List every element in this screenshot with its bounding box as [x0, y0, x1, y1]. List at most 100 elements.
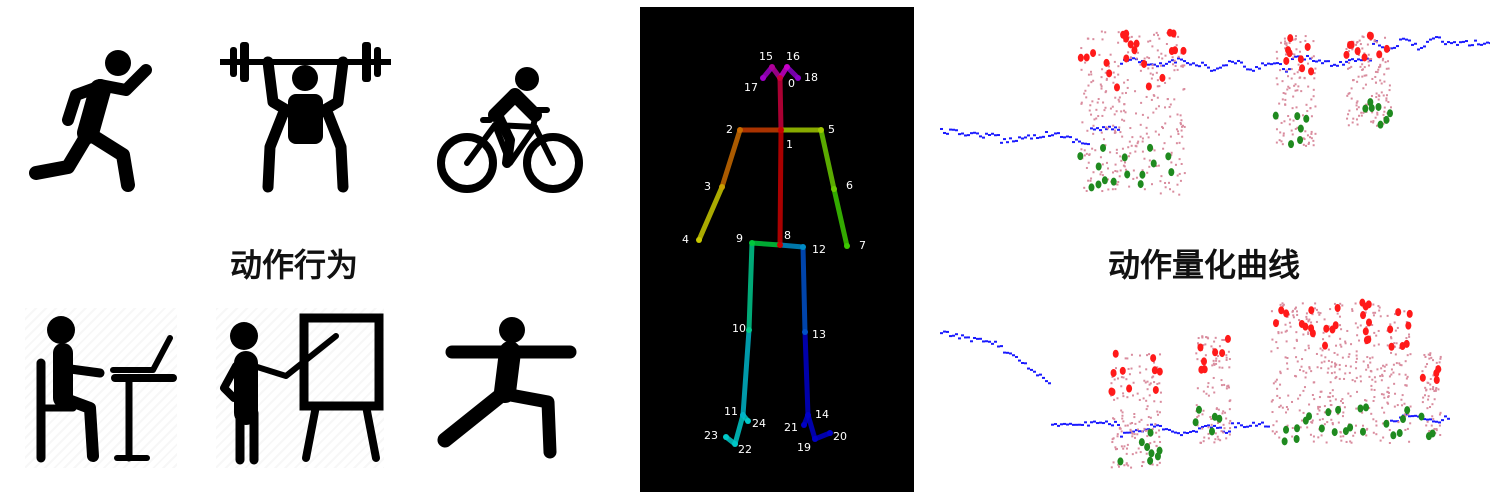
- trend-point: [1426, 418, 1429, 421]
- scatter-point: [1294, 37, 1297, 40]
- scatter-point: [1439, 411, 1442, 414]
- scatter-point: [1118, 175, 1121, 178]
- trend-point: [976, 132, 979, 135]
- trend-point: [1039, 373, 1042, 376]
- keypoint-11: [740, 412, 746, 418]
- scatter-point: [1425, 424, 1428, 427]
- scatter-point: [1207, 394, 1210, 397]
- scatter-point: [1128, 185, 1131, 188]
- scatter-point: [1134, 422, 1137, 425]
- scatter-point: [1285, 340, 1288, 343]
- scatter-point: [1355, 104, 1358, 107]
- scatter-point: [1390, 336, 1393, 339]
- scatter-point: [1380, 91, 1383, 94]
- peak-point: [1126, 384, 1133, 393]
- valley-point: [1100, 143, 1107, 152]
- scatter-point: [1378, 306, 1381, 309]
- peak-point: [1090, 49, 1097, 58]
- scatter-point: [1293, 53, 1296, 56]
- scatter-point: [1365, 434, 1368, 437]
- scatter-point: [1295, 339, 1298, 342]
- scatter-point: [1091, 100, 1094, 103]
- scatter-point: [1180, 119, 1183, 122]
- trend-point: [1042, 376, 1045, 379]
- scatter-point: [1286, 362, 1289, 365]
- keypoint-label-9: 9: [736, 232, 743, 245]
- trend-point: [1045, 131, 1048, 134]
- trend-point: [1339, 61, 1342, 64]
- peak-point: [1287, 34, 1294, 43]
- trend-point: [1027, 134, 1030, 137]
- scatter-point: [1129, 422, 1132, 425]
- trend-point: [952, 334, 955, 337]
- scatter-point: [1363, 74, 1366, 77]
- scatter-point: [1381, 59, 1384, 62]
- scatter-point: [1439, 355, 1442, 358]
- scatter-point: [1141, 140, 1144, 143]
- scatter-point: [1317, 436, 1320, 439]
- scatter-point: [1083, 149, 1086, 152]
- scatter-point: [1130, 466, 1133, 469]
- trend-point: [1264, 64, 1267, 67]
- scatter-point: [1310, 130, 1313, 133]
- scatter-point: [1433, 398, 1436, 401]
- trend-point: [1393, 420, 1396, 423]
- scatter-point: [1385, 99, 1388, 102]
- trend-point: [1234, 62, 1237, 65]
- scatter-point: [1346, 117, 1349, 120]
- scatter-point: [1096, 101, 1099, 104]
- scatter-point: [1148, 57, 1151, 60]
- valley-point: [1283, 425, 1290, 434]
- scatter-point: [1118, 96, 1121, 99]
- scatter-point: [1175, 44, 1178, 47]
- trend-point: [1111, 128, 1114, 131]
- scatter-point: [1143, 57, 1146, 60]
- scatter-point: [1114, 96, 1117, 99]
- scatter-point: [1438, 413, 1441, 416]
- scatter-point: [1132, 169, 1135, 172]
- scatter-point: [1147, 40, 1150, 43]
- trend-point: [1009, 352, 1012, 355]
- trend-point: [1120, 435, 1123, 438]
- scatter-point: [1276, 394, 1279, 397]
- scatter-point: [1101, 38, 1104, 41]
- scatter-point: [1181, 64, 1184, 67]
- trend-point: [1237, 59, 1240, 62]
- valley-point: [1095, 162, 1102, 171]
- scatter-point: [1425, 389, 1428, 392]
- trend-point: [1162, 64, 1165, 67]
- scatter-point: [1118, 426, 1121, 429]
- trend-point: [1153, 425, 1156, 428]
- scatter-point: [1151, 183, 1154, 186]
- scatter-point: [1117, 465, 1120, 468]
- scatter-point: [1101, 163, 1104, 166]
- scatter-point: [1294, 127, 1297, 130]
- trend-point: [1243, 426, 1246, 429]
- scatter-point: [1279, 303, 1282, 306]
- scatter-point: [1434, 388, 1437, 391]
- trend-point: [1033, 370, 1036, 373]
- scatter-point: [1126, 443, 1129, 446]
- scatter-point: [1297, 397, 1300, 400]
- scatter-point: [1386, 314, 1389, 317]
- scatter-point: [1112, 81, 1115, 84]
- scatter-point: [1119, 155, 1122, 158]
- trend-point: [1405, 38, 1408, 41]
- scatter-point: [1131, 394, 1134, 397]
- scatter-point: [1141, 137, 1144, 140]
- trend-point: [1024, 136, 1027, 139]
- scatter-point: [1183, 87, 1186, 90]
- scatter-point: [1105, 161, 1108, 164]
- scatter-point: [1087, 161, 1090, 164]
- scatter-point: [1303, 77, 1306, 80]
- keypoint-7: [844, 243, 850, 249]
- scatter-point: [1150, 77, 1153, 80]
- scatter-point: [1327, 367, 1330, 370]
- scatter-point: [1398, 373, 1401, 376]
- trend-point: [1486, 41, 1489, 44]
- scatter-point: [1298, 50, 1301, 53]
- scatter-point: [1291, 107, 1294, 110]
- trend-point: [1240, 424, 1243, 427]
- trend-point: [964, 134, 967, 137]
- keypoint-label-16: 16: [786, 50, 800, 63]
